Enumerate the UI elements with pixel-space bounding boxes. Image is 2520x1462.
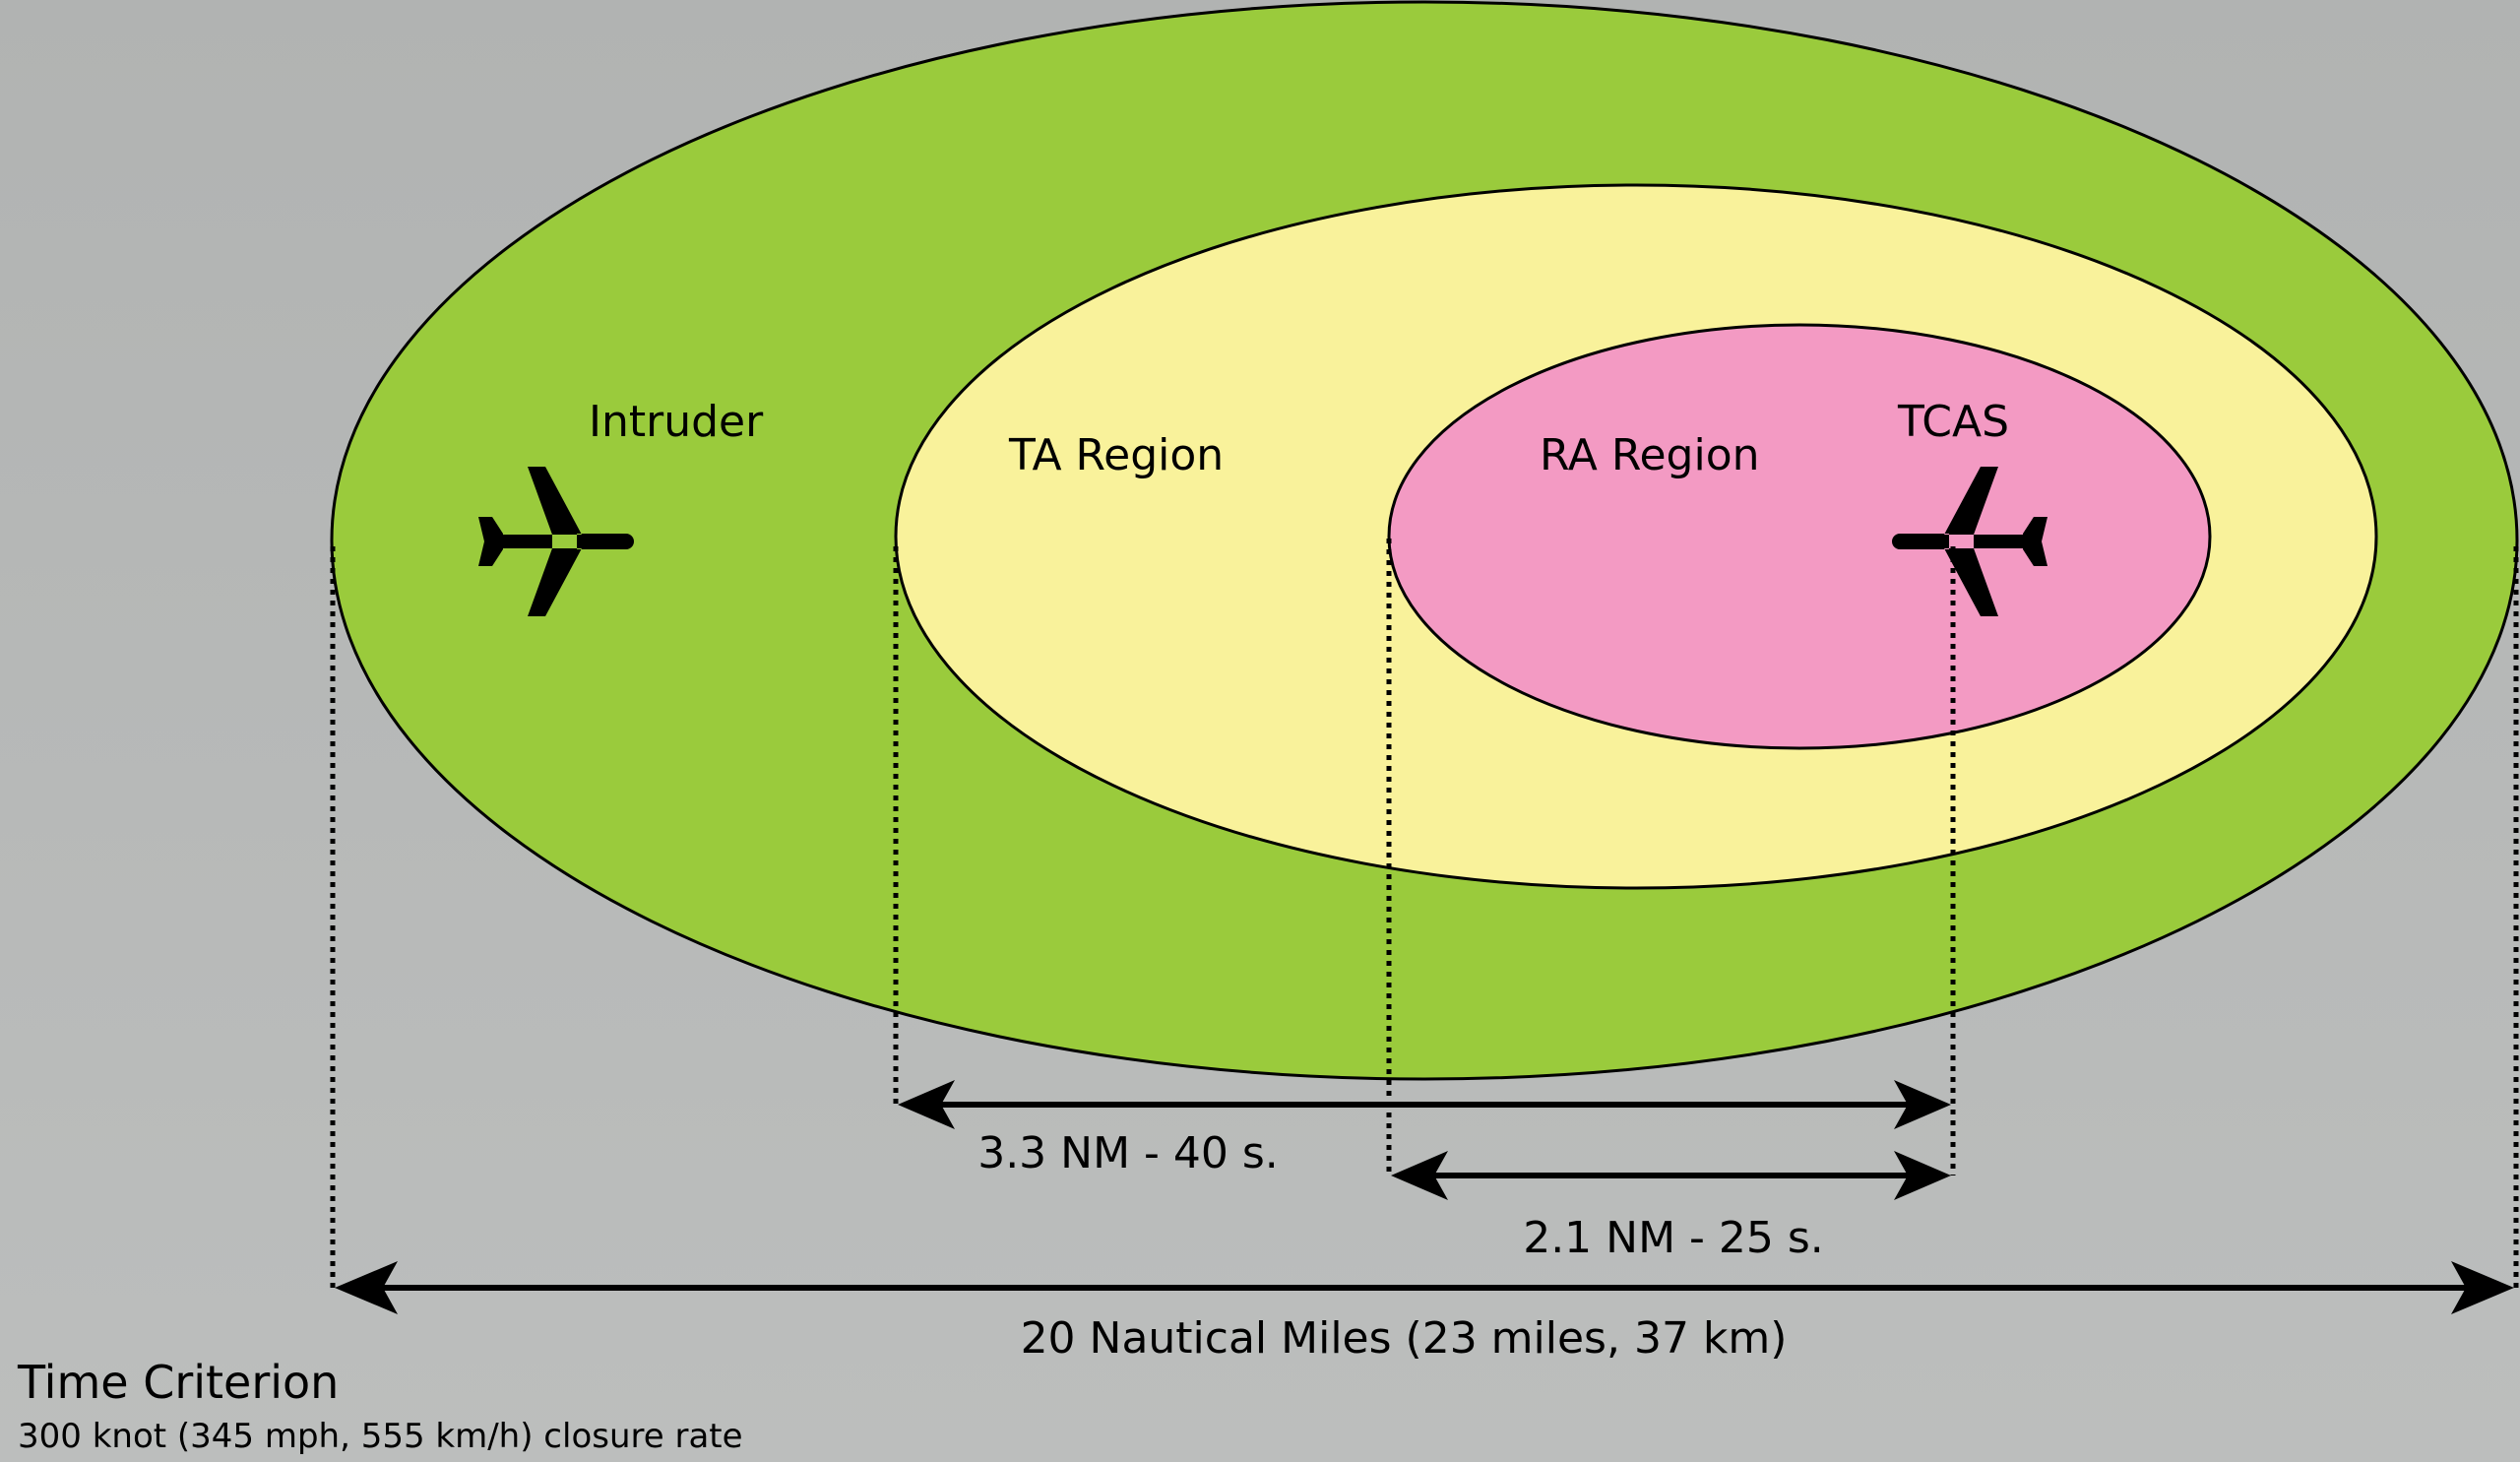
ra-dimension-label: 2.1 NM - 25 s.	[1523, 1213, 1824, 1263]
total-dimension-label: 20 Nautical Miles (23 miles, 37 km)	[1021, 1313, 1788, 1364]
ta-dimension-label: 3.3 NM - 40 s.	[977, 1128, 1279, 1178]
tcas-label: TCAS	[1897, 397, 2009, 447]
ra-region-label: RA Region	[1540, 430, 1760, 480]
legend-title: Time Criterion	[17, 1356, 339, 1409]
total-dimension-arrow	[335, 1261, 2514, 1314]
legend-subtitle: 300 knot (345 mph, 555 km/h) closure rat…	[18, 1417, 743, 1456]
ta-dimension-arrow	[898, 1080, 1951, 1129]
ra-dimension-arrow	[1391, 1151, 1951, 1200]
intruder-label: Intruder	[589, 397, 764, 447]
ta-region-label: TA Region	[1008, 430, 1224, 480]
ra-region	[1387, 323, 2212, 750]
